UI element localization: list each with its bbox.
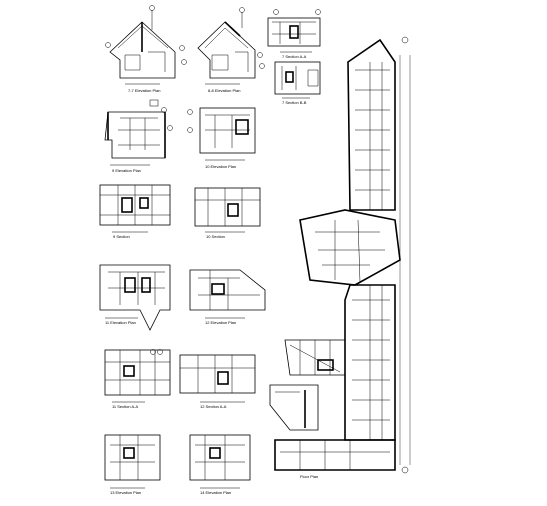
caption-9-plan: 9 Elevation Plan (112, 168, 141, 173)
caption-main-plan: Floor Plan (300, 474, 318, 479)
caption-12-plan: 12 Elevation Plan (205, 320, 236, 325)
caption-7-7-plan: 7-7 Elevation Plan (128, 88, 160, 93)
caption-10-plan: 10 Elevation Plan (205, 164, 236, 169)
caption-9-section: 9 Section (113, 234, 130, 239)
caption-11-plan: 11 Elevation Plan (105, 320, 136, 325)
detail-11-plan (99, 264, 171, 331)
detail-14-plan (189, 434, 251, 489)
caption-13-plan: 13 Elevation Plan (110, 490, 141, 495)
detail-13-plan (104, 434, 161, 489)
detail-9-plan (104, 99, 173, 166)
caption-7-section-b: 7 Section B-B (282, 100, 307, 105)
detail-9-section (99, 184, 171, 233)
detail-7-section-b (274, 61, 321, 99)
caption-8-8-plan: 8-8 Elevation Plan (208, 88, 240, 93)
detail-12-plan (189, 269, 266, 319)
detail-7-7-plan (105, 5, 187, 85)
caption-10-section: 10 Section (206, 234, 225, 239)
detail-retaining-section (269, 384, 319, 431)
detail-12-section (179, 354, 256, 403)
caption-14-plan: 14 Elevation Plan (200, 490, 231, 495)
main-floor-plan (274, 36, 411, 474)
caption-12-section: 12 Section A-A (200, 404, 227, 409)
detail-10-plan (187, 107, 256, 161)
detail-8-8-plan (197, 7, 265, 85)
caption-7-section-a: 7 Section A-A (282, 54, 307, 59)
detail-11-section (104, 349, 171, 403)
detail-7-section-a (267, 9, 321, 53)
detail-stair-plan (284, 339, 346, 376)
detail-10-section (194, 187, 261, 233)
caption-11-section: 11 Section A-A (112, 404, 138, 409)
